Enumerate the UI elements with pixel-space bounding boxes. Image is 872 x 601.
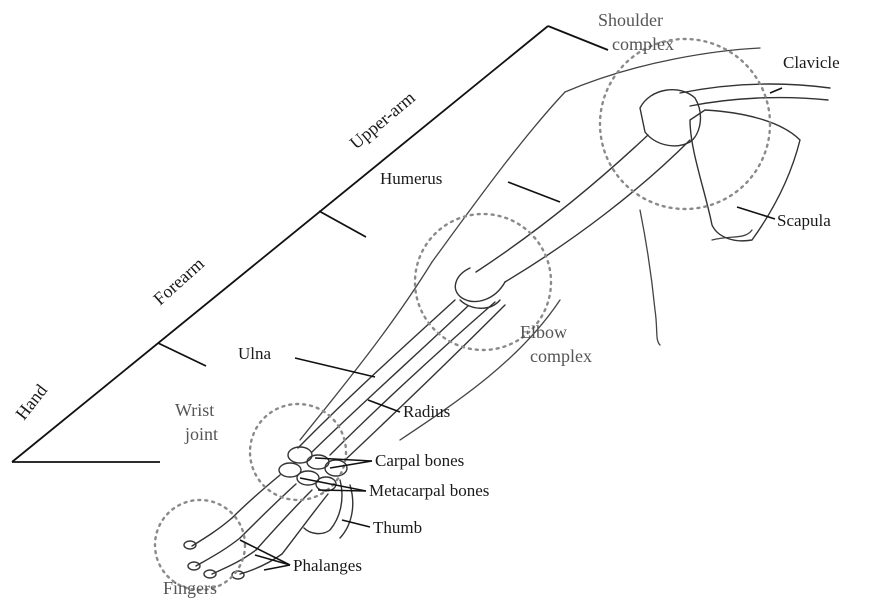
thumb-leader (342, 520, 370, 527)
carpal-leader-1 (315, 458, 372, 461)
ruler-hand-forearm-tick (158, 343, 206, 366)
clavicle-bone (680, 84, 830, 93)
carpal-bones-label: Carpal bones (375, 451, 464, 470)
wrist-label-line1: Wrist (175, 400, 214, 420)
shoulder-joint-circle (600, 39, 770, 209)
humerus-distal-end (455, 268, 505, 301)
shoulder-label-line1: Shoulder (598, 10, 663, 30)
leader-lines (240, 88, 782, 570)
phalanges-leader-3 (264, 565, 290, 570)
bones (184, 84, 830, 579)
thumb-label: Thumb (373, 518, 422, 537)
ruler-forearm-upperarm-tick (319, 211, 366, 237)
carpal-leader-2 (330, 461, 372, 468)
upper-arm-outer-outline (432, 92, 565, 262)
metacarpal-leader-2 (318, 490, 366, 491)
ulna-inner (312, 306, 468, 452)
ruler-main-line (12, 26, 548, 462)
segment-forearm-label: Forearm (149, 253, 208, 309)
clavicle-leader (770, 88, 782, 93)
scapula-tip-outline (712, 230, 752, 240)
humerus-leader (508, 182, 560, 202)
humerus-shaft-outer (476, 135, 648, 272)
arm-outline (300, 48, 760, 440)
phalanges-label: Phalanges (293, 556, 362, 575)
segment-ruler (12, 26, 608, 462)
metacarpal-bones-label: Metacarpal bones (369, 481, 489, 500)
segment-hand-label: Hand (11, 380, 51, 423)
humerus-shaft-inner (505, 140, 690, 282)
wrist-joint-circle (250, 404, 346, 500)
ulna-outer (298, 300, 455, 448)
wrist-label-line2: joint (184, 424, 218, 444)
segment-upper-arm-label: Upper-arm (346, 87, 419, 153)
shoulder-label-line2: complex (612, 34, 674, 54)
metacarpal-group (232, 475, 328, 554)
ulna-label: Ulna (238, 344, 272, 363)
radius-label: Radius (403, 402, 450, 421)
thumb-bone (304, 480, 342, 534)
elbow-label-line1: Elbow (520, 322, 567, 342)
underarm-outline (640, 210, 660, 345)
fingers-label: Fingers (163, 578, 217, 598)
scapula-label: Scapula (777, 211, 831, 230)
humerus-label: Humerus (380, 169, 442, 188)
clavicle-bone-lower (690, 98, 828, 106)
carpal-cluster (279, 447, 347, 491)
elbow-label-line2: complex (530, 346, 592, 366)
clavicle-label: Clavicle (783, 53, 840, 72)
